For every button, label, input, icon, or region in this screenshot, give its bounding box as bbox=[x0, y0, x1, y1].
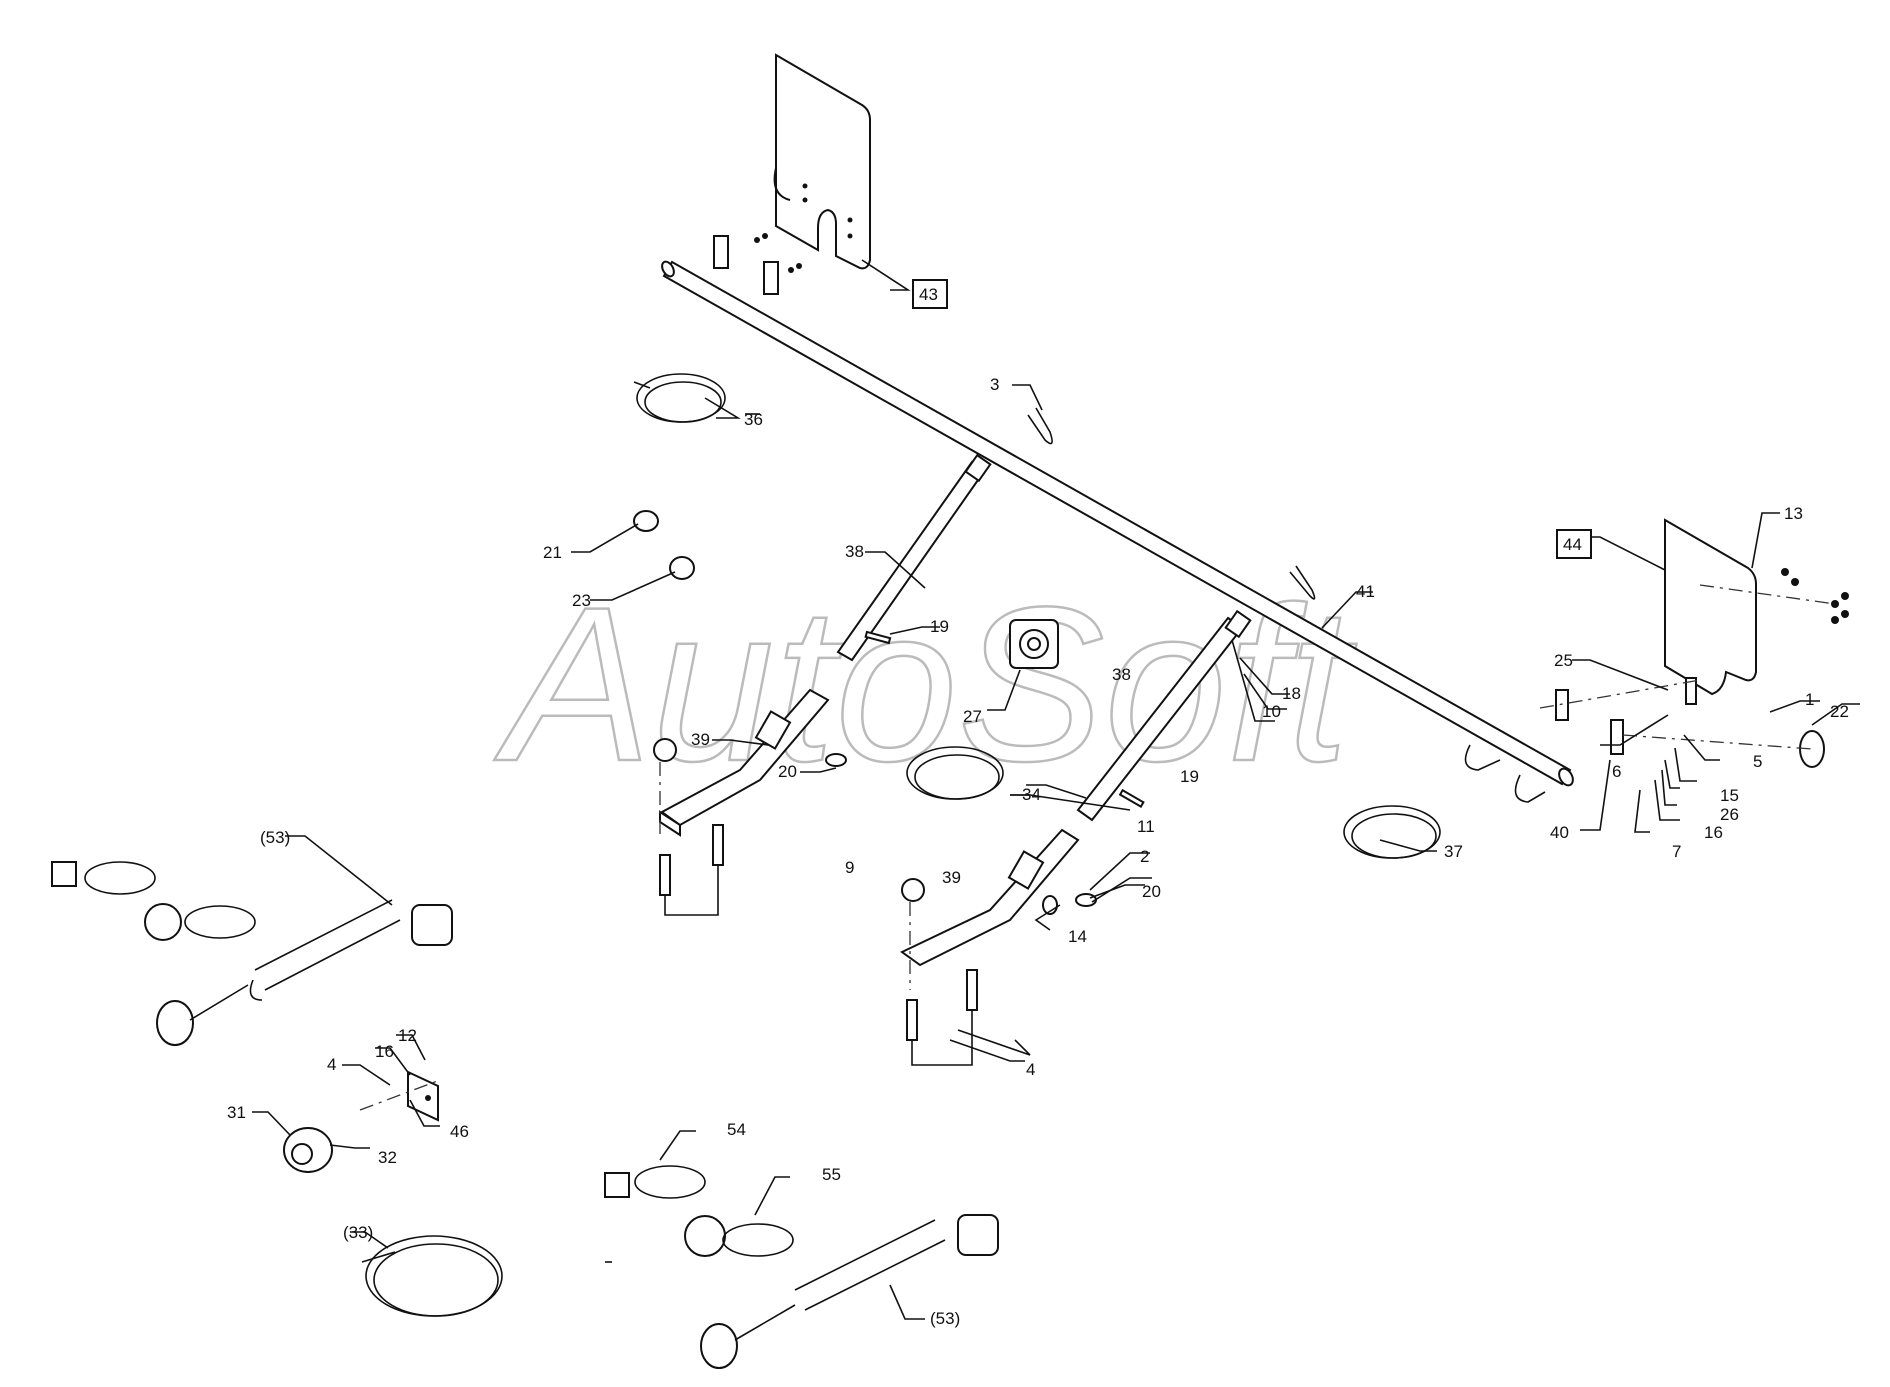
plate-46 bbox=[407, 1070, 439, 1122]
callout-20-left: 20 bbox=[778, 762, 797, 781]
callout-25: 25 bbox=[1554, 651, 1573, 670]
callout-39-right: 39 bbox=[942, 868, 961, 887]
callout-38-left: 38 bbox=[845, 542, 864, 561]
watermark: AutoSoft bbox=[494, 561, 1357, 807]
coil-cable-53-left bbox=[156, 899, 453, 1046]
reflector-23 bbox=[669, 556, 695, 580]
callout-53-left: (53) bbox=[260, 828, 290, 847]
harness-54 bbox=[604, 1165, 706, 1199]
u-bolt-4-right bbox=[906, 969, 978, 1066]
mudflap-right bbox=[1555, 518, 1849, 768]
cross-tube bbox=[661, 260, 1574, 787]
callout-38-right: 38 bbox=[1112, 665, 1131, 684]
callout-55: 55 bbox=[822, 1165, 841, 1184]
callout-26: 26 bbox=[1720, 805, 1739, 824]
callout-10: 10 bbox=[1262, 702, 1281, 721]
callout-labels: 43 44 3 36 21 23 38 19 27 41 38 18 10 39… bbox=[227, 279, 1849, 1328]
cable-33 bbox=[361, 1235, 503, 1317]
callout-3: 3 bbox=[990, 375, 999, 394]
callout-12: 12 bbox=[398, 1026, 417, 1045]
callout-11: 11 bbox=[1137, 817, 1155, 836]
nut-9-right bbox=[901, 878, 925, 902]
u-bolts-right bbox=[1464, 744, 1546, 803]
callout-39-left: 39 bbox=[691, 730, 710, 749]
u-bolt-4-left bbox=[659, 824, 724, 916]
arm-38-right bbox=[1076, 609, 1252, 822]
pin-19-left bbox=[864, 630, 892, 645]
cable-36 bbox=[633, 373, 726, 423]
callout-44: 44 bbox=[1563, 535, 1582, 554]
callout-37: 37 bbox=[1444, 842, 1463, 861]
callout-22: 22 bbox=[1830, 702, 1849, 721]
nut-9-left bbox=[653, 738, 677, 762]
pin-19-right bbox=[1118, 788, 1145, 808]
callout-4-right: 4 bbox=[1026, 1060, 1035, 1079]
cable-37 bbox=[1343, 805, 1441, 859]
u-bolt-3 bbox=[1027, 407, 1053, 445]
leader-lines bbox=[252, 259, 1860, 1320]
callout-54: 54 bbox=[727, 1120, 746, 1139]
callout-31: 31 bbox=[227, 1103, 246, 1122]
clip-20-right bbox=[1075, 893, 1097, 907]
callout-46: 46 bbox=[450, 1122, 469, 1141]
clip-20-left bbox=[825, 753, 847, 767]
callout-1: 1 bbox=[1805, 690, 1814, 709]
callout-19-right: 19 bbox=[1180, 767, 1199, 786]
cable-34 bbox=[906, 746, 1004, 800]
callout-40: 40 bbox=[1550, 823, 1569, 842]
reflector-21 bbox=[633, 510, 659, 532]
u-bolt-41 bbox=[1289, 565, 1316, 600]
callout-16-right: 16 bbox=[1704, 823, 1723, 842]
callout-27: 27 bbox=[963, 707, 982, 726]
callout-34: 34 bbox=[1022, 785, 1041, 804]
callout-4-left: 4 bbox=[327, 1055, 336, 1074]
callout-21: 21 bbox=[543, 543, 562, 562]
callout-43: 43 bbox=[919, 285, 938, 304]
callout-7: 7 bbox=[1672, 842, 1681, 861]
callout-box-43 bbox=[912, 279, 948, 309]
callout-15: 15 bbox=[1720, 786, 1739, 805]
callout-20-right: 20 bbox=[1142, 882, 1161, 901]
coil-cable-53-bottom bbox=[700, 1214, 999, 1369]
harness-55 bbox=[684, 1215, 794, 1257]
alignment-lines bbox=[359, 584, 1836, 1111]
callout-9: 9 bbox=[845, 858, 854, 877]
callout-box-44 bbox=[1556, 529, 1592, 559]
bracket-39-right bbox=[900, 828, 1080, 967]
callout-41: 41 bbox=[1356, 582, 1375, 601]
socket-31 bbox=[283, 1127, 333, 1173]
arm-38-left bbox=[836, 453, 992, 662]
mudflap-left bbox=[713, 53, 871, 295]
callout-32: 32 bbox=[378, 1148, 397, 1167]
callout-16-left: 16 bbox=[375, 1042, 394, 1061]
callout-13: 13 bbox=[1784, 504, 1803, 523]
callout-53-bottom: (53) bbox=[930, 1309, 960, 1328]
callout-18: 18 bbox=[1282, 684, 1301, 703]
callout-14: 14 bbox=[1068, 927, 1087, 946]
socket-27 bbox=[1009, 619, 1059, 669]
callout-33: (33) bbox=[343, 1223, 373, 1242]
callout-36: 36 bbox=[744, 410, 763, 429]
callout-2: 2 bbox=[1140, 847, 1149, 866]
callout-5: 5 bbox=[1753, 752, 1762, 771]
callout-23: 23 bbox=[572, 591, 591, 610]
bracket-39-left bbox=[659, 688, 830, 837]
callout-6: 6 bbox=[1612, 762, 1621, 781]
harness-left bbox=[51, 861, 256, 941]
callout-19-left: 19 bbox=[930, 617, 949, 636]
